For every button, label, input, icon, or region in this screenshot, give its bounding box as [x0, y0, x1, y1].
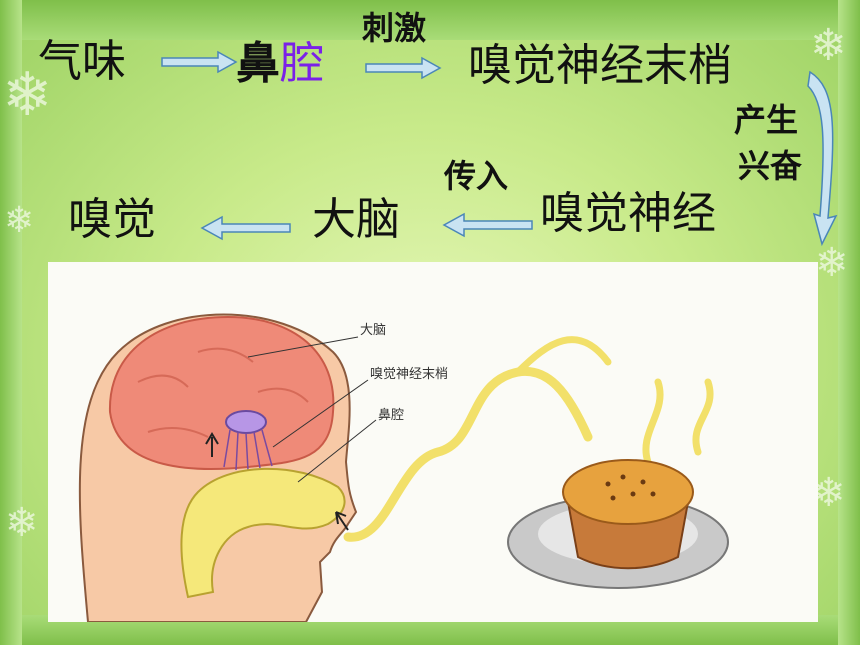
arrow-left-icon [200, 215, 291, 241]
term-nerve: 嗅觉神经 [540, 188, 716, 239]
arrow-right-icon [161, 50, 238, 74]
nasal-passage [180, 467, 346, 599]
label-illus-nasal-cavity: 鼻腔 [378, 407, 404, 423]
snowflake-icon: ❄ [810, 20, 847, 71]
arrow-right-icon [365, 56, 442, 80]
olfaction-illustration: 大脑 嗅觉神经末梢 鼻腔 [48, 262, 818, 623]
term-odor: 气味 [38, 36, 126, 87]
curved-down-arrow-icon [807, 70, 838, 247]
term-nasal-cavity-part2: 腔 [280, 38, 324, 89]
term-nerve-endings: 嗅觉神经末梢 [468, 40, 732, 91]
snowflake-icon: ❄ [5, 500, 39, 546]
term-brain: 大脑 [312, 194, 400, 245]
label-illus-nerve-endings: 嗅觉神经末梢 [370, 367, 448, 382]
term-nasal-cavity: 鼻腔 [236, 42, 324, 86]
label-produce: 产生 [734, 101, 799, 139]
label-transmit: 传入 [444, 157, 509, 195]
top-border [0, 0, 860, 40]
snowflake-icon: ❄ [4, 200, 35, 241]
label-stimulate: 刺激 [362, 9, 427, 47]
label-illus-brain: 大脑 [360, 323, 386, 338]
nerve-fibers [223, 429, 273, 471]
left-border [0, 0, 22, 645]
right-border [838, 0, 860, 645]
snowflake-icon: ❄ [2, 60, 53, 130]
illustration-svg: 大脑 嗅觉神经末梢 鼻腔 [78, 313, 729, 623]
term-nasal-cavity-part1: 鼻 [236, 38, 280, 89]
brain-shape [108, 315, 335, 470]
term-smell: 嗅觉 [68, 194, 156, 245]
arrow-left-icon [442, 212, 533, 238]
snowflake-icon: ❄ [815, 240, 849, 286]
odor-stream [343, 366, 593, 542]
label-excite: 兴奋 [738, 147, 803, 185]
olfactory-bulb [225, 410, 267, 434]
